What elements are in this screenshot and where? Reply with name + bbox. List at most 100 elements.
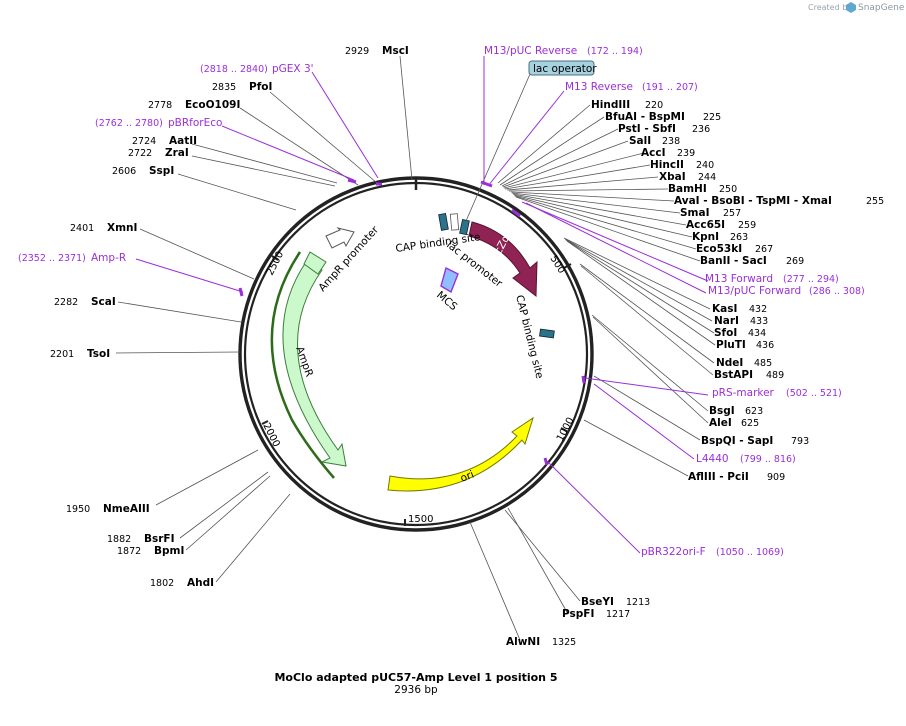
enzyme-name[interactable]: SfoI bbox=[714, 327, 737, 339]
enzyme-pos: 238 bbox=[662, 136, 680, 147]
cap-site-2-box bbox=[539, 328, 555, 339]
enzyme-name[interactable]: HincII bbox=[650, 159, 684, 171]
feature-ori[interactable]: ori bbox=[387, 416, 534, 492]
primer-name[interactable]: L4440 bbox=[696, 453, 729, 465]
primer-name[interactable]: M13 Reverse bbox=[565, 81, 633, 93]
enzyme-name[interactable]: MscI bbox=[382, 45, 409, 57]
primer-labels: M13/pUC Reverse (172 .. 194) M13 Reverse… bbox=[18, 45, 865, 558]
enzyme-pos: 1950 bbox=[66, 504, 90, 515]
ampr-promoter-arrow bbox=[325, 227, 355, 249]
enzyme-name[interactable]: BspQI - SapI bbox=[701, 435, 773, 447]
enzyme-name[interactable]: BfuAI - BspMI bbox=[605, 111, 685, 123]
enzyme-name[interactable]: PfoI bbox=[249, 81, 272, 93]
enzyme-pos: 2401 bbox=[70, 223, 94, 234]
primer-name[interactable]: Amp-R bbox=[91, 252, 126, 264]
enzyme-name[interactable]: BsrFI bbox=[144, 533, 175, 545]
lac-operator-badge[interactable] bbox=[528, 60, 595, 76]
enzyme-labels-right: HindIII 220 BfuAI - BspMI 225 PstI - Sbf… bbox=[506, 99, 884, 648]
enzyme-name[interactable]: KpnI bbox=[692, 231, 719, 243]
enzyme-name[interactable]: BseYI bbox=[581, 596, 614, 608]
enzyme-name[interactable]: TsoI bbox=[87, 348, 110, 360]
lac-operator-leader bbox=[465, 73, 531, 222]
primer-name[interactable]: M13/pUC Forward bbox=[708, 285, 801, 297]
enzyme-pos: 257 bbox=[723, 208, 741, 219]
enzyme-name[interactable]: SalI bbox=[629, 135, 651, 147]
lac-operator-label: lac operator bbox=[533, 63, 597, 75]
primer-range: (799 .. 816) bbox=[740, 454, 796, 465]
snapgene-brand: SnapGene bbox=[858, 3, 905, 13]
enzyme-name[interactable]: AhdI bbox=[187, 577, 214, 589]
enzyme-name[interactable]: HindIII bbox=[591, 99, 630, 111]
ampr-strand-line bbox=[270, 251, 335, 479]
enzyme-name[interactable]: AccI bbox=[641, 147, 665, 159]
enzyme-pos: 259 bbox=[738, 220, 756, 231]
enzyme-pos: 255 bbox=[866, 196, 884, 207]
enzyme-pos: 239 bbox=[677, 148, 695, 159]
enzyme-name[interactable]: XbaI bbox=[659, 171, 686, 183]
enzyme-pos: 225 bbox=[703, 112, 721, 123]
enzyme-pos: 1882 bbox=[107, 534, 131, 545]
enzyme-pos: 2201 bbox=[50, 349, 74, 360]
enzyme-name[interactable]: BstAPI bbox=[714, 369, 753, 381]
enzyme-name[interactable]: BsgI bbox=[709, 405, 735, 417]
enzyme-pos: 625 bbox=[741, 418, 759, 429]
enzyme-name[interactable]: XmnI bbox=[107, 222, 137, 234]
enzyme-pos: 236 bbox=[692, 124, 710, 135]
enzyme-name[interactable]: EcoO109I bbox=[185, 99, 240, 111]
enzyme-name[interactable]: AatII bbox=[169, 135, 197, 147]
primer-name[interactable]: pBR322ori-F bbox=[641, 546, 706, 558]
mcs-label: MCS bbox=[434, 289, 460, 313]
feature-cap-binding-site-1[interactable]: CAP binding site bbox=[395, 212, 481, 255]
primer-name[interactable]: pBRforEco bbox=[168, 117, 222, 129]
enzyme-pos: 433 bbox=[750, 316, 768, 327]
lac-promoter-box bbox=[449, 213, 460, 231]
enzyme-name[interactable]: BpmI bbox=[154, 545, 184, 557]
enzyme-name[interactable]: PstI - SbfI bbox=[618, 123, 676, 135]
enzyme-pos: 250 bbox=[719, 184, 737, 195]
enzyme-name[interactable]: PluTI bbox=[716, 339, 746, 351]
primer-range: (172 .. 194) bbox=[587, 46, 643, 57]
primer-name[interactable]: pGEX 3' bbox=[272, 63, 314, 75]
enzyme-name[interactable]: Acc65I bbox=[686, 219, 725, 231]
enzyme-name[interactable]: BanII - SacI bbox=[700, 255, 767, 267]
enzyme-name[interactable]: AvaI - BsoBI - TspMI - XmaI bbox=[674, 195, 832, 207]
enzyme-name[interactable]: BamHI bbox=[668, 183, 707, 195]
enzyme-name[interactable]: ZraI bbox=[165, 147, 189, 159]
enzyme-pos: 1325 bbox=[552, 637, 576, 648]
enzyme-pos: 485 bbox=[754, 358, 772, 369]
enzyme-pos: 240 bbox=[696, 160, 714, 171]
enzyme-name[interactable]: NarI bbox=[714, 315, 739, 327]
mcs-box bbox=[440, 266, 459, 294]
enzyme-name[interactable]: SmaI bbox=[680, 207, 710, 219]
primer-name[interactable]: pRS-marker bbox=[712, 387, 775, 399]
primer-name[interactable]: M13/pUC Reverse bbox=[484, 45, 577, 57]
snapgene-logo-icon bbox=[846, 2, 856, 13]
primer-name[interactable]: M13 Forward bbox=[705, 273, 773, 285]
enzyme-pos: 2722 bbox=[128, 148, 152, 159]
enzyme-name[interactable]: NdeI bbox=[716, 357, 743, 369]
enzyme-pos: 489 bbox=[766, 370, 784, 381]
enzyme-pos: 2778 bbox=[148, 100, 172, 111]
enzyme-name[interactable]: ScaI bbox=[91, 296, 116, 308]
feature-ampr[interactable]: AmpR bbox=[270, 251, 347, 479]
plasmid-length: 2936 bp bbox=[394, 684, 438, 696]
feature-ampr-promoter[interactable]: AmpR promoter bbox=[303, 223, 382, 294]
feature-cap-binding-site-2[interactable]: CAP binding site bbox=[513, 294, 555, 380]
enzyme-pos: 793 bbox=[791, 436, 809, 447]
enzyme-pos: 220 bbox=[645, 100, 663, 111]
enzyme-name[interactable]: AflIII - PciI bbox=[688, 471, 749, 483]
tick-marks bbox=[261, 255, 572, 526]
enzyme-name[interactable]: NmeAIII bbox=[103, 503, 150, 515]
enzyme-name[interactable]: Eco53kI bbox=[696, 243, 742, 255]
enzyme-name[interactable]: PspFI bbox=[562, 608, 594, 620]
feature-lac-operator[interactable]: lac operator bbox=[459, 60, 598, 236]
enzyme-name[interactable]: AleI bbox=[709, 417, 732, 429]
enzyme-name[interactable]: AlwNI bbox=[506, 636, 540, 648]
primer-range: (191 .. 207) bbox=[642, 82, 698, 93]
enzyme-name[interactable]: KasI bbox=[712, 303, 737, 315]
enzyme-name[interactable]: SspI bbox=[149, 165, 174, 177]
feature-mcs[interactable]: MCS bbox=[434, 266, 460, 313]
created-by-text: Created by bbox=[808, 3, 852, 12]
enzyme-pos: 434 bbox=[748, 328, 766, 339]
